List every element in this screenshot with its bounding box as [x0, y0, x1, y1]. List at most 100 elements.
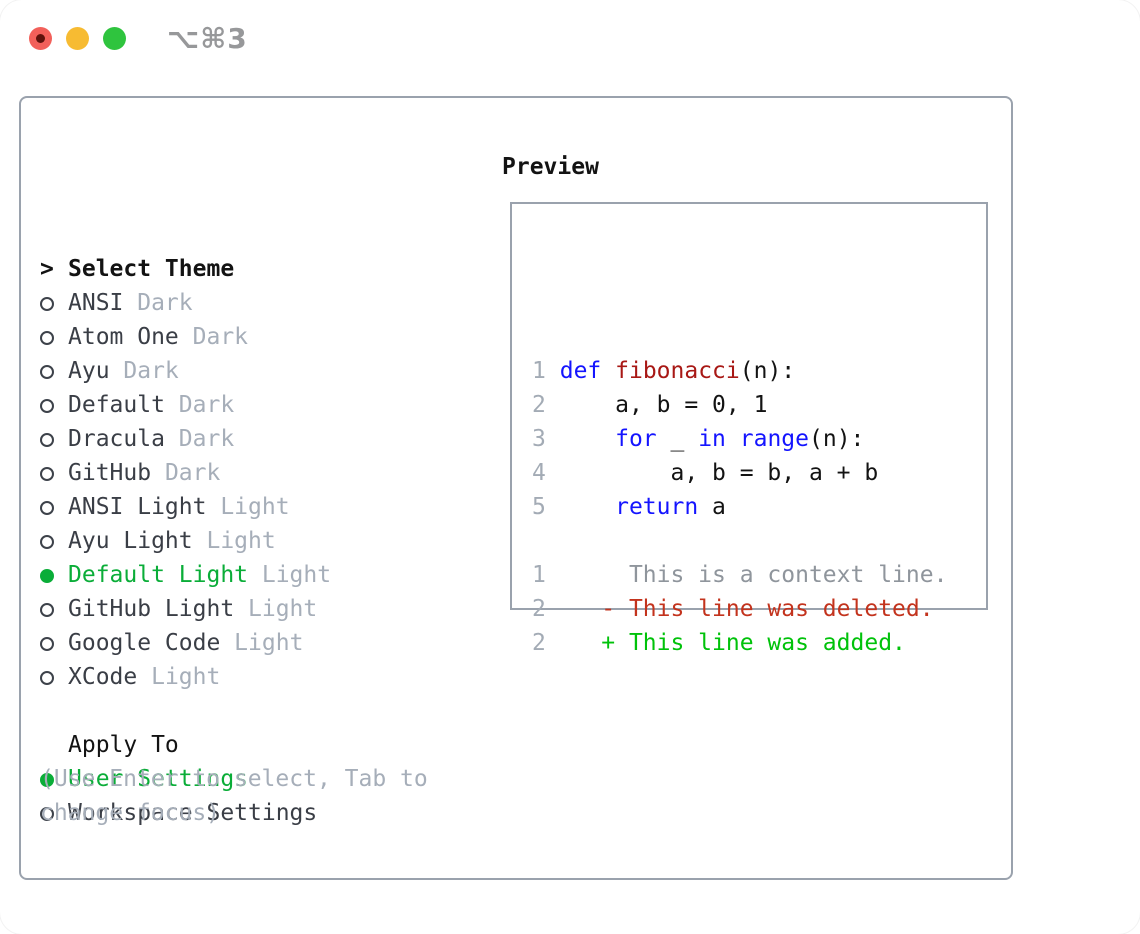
theme-variant: Dark [151, 460, 221, 486]
code-segment-keyword: def [559, 358, 602, 384]
theme-option-google-code[interactable]: Google Code Light [40, 626, 331, 660]
theme-variant: Dark [178, 324, 249, 350]
indent [40, 728, 68, 762]
theme-option-atom-one[interactable]: Atom One Dark [40, 320, 331, 354]
theme-option-dracula[interactable]: Dracula Dark [40, 422, 331, 456]
code-segment-plain: a [698, 494, 726, 520]
theme-option-default[interactable]: Default Dark [40, 388, 331, 422]
keyboard-hint: (Use Enter to select, Tab to change focu… [40, 766, 428, 826]
code-segment-plain: (n): [739, 358, 796, 384]
theme-list-header: > Select Theme [40, 252, 331, 286]
titlebar: ⌥⌘3 [0, 0, 1140, 78]
theme-option-ayu-light[interactable]: Ayu Light Light [40, 524, 331, 558]
code-segment-keyword: for [615, 426, 657, 452]
preview-title: Preview [502, 154, 599, 180]
code-segment-plain: _ [656, 426, 699, 452]
theme-variant: Light [192, 528, 276, 554]
code-segment-keyword: return [615, 494, 699, 520]
theme-name: ANSI [68, 290, 124, 316]
line-number: 4 [532, 460, 546, 486]
line-number: 1 [532, 562, 546, 588]
theme-option-default-light[interactable]: Default Light Light [40, 558, 331, 592]
theme-name: Google Code [68, 630, 221, 656]
radio-selected-icon [40, 773, 54, 787]
radio-cell [40, 762, 68, 796]
radio-unselected-icon [40, 331, 54, 345]
code-segment-plain: (n): [809, 426, 865, 452]
apply-to-header: Apply To [40, 728, 331, 762]
preview-line: 5 return a [532, 490, 947, 524]
theme-name: Ayu Light [68, 528, 193, 554]
theme-variant: Light [206, 494, 290, 520]
radio-unselected-icon [40, 297, 54, 311]
code-segment-plain: a, b = b, a + b [545, 460, 879, 486]
code-segment-keyword: range [739, 426, 810, 452]
radio-unselected-icon [40, 501, 54, 515]
code-segment-plain [546, 426, 615, 452]
radio-cell [40, 660, 68, 694]
preview-blank-line [532, 524, 947, 558]
radio-unselected-icon [40, 467, 54, 481]
line-number: 2 [532, 392, 546, 418]
theme-variant: Dark [109, 358, 179, 384]
code-segment-plain [726, 426, 740, 452]
theme-name: GitHub Light [68, 596, 235, 622]
code-segment-function: fibonacci [615, 358, 740, 384]
theme-variant: Light [220, 630, 304, 656]
radio-cell [40, 354, 68, 388]
radio-cell [40, 456, 68, 490]
theme-variant: Light [248, 562, 332, 588]
theme-variant: Light [234, 596, 318, 622]
preview-line: 3 for _ in range(n): [532, 422, 947, 456]
line-number: 5 [532, 494, 546, 520]
line-number: 3 [532, 426, 546, 452]
code-segment-plain [601, 358, 615, 384]
code-segment-added: + This line was added. [545, 630, 906, 656]
theme-option-xcode[interactable]: XCode Light [40, 660, 331, 694]
code-segment-keyword: in [698, 426, 726, 452]
radio-unselected-icon [40, 433, 54, 447]
preview-line: 1 This is a context line. [532, 558, 947, 592]
theme-option-ayu[interactable]: Ayu Dark [40, 354, 331, 388]
theme-name: GitHub [68, 460, 152, 486]
prompt-cursor-icon: > [40, 256, 68, 282]
theme-option-github[interactable]: GitHub Dark [40, 456, 331, 490]
theme-option-ansi-light[interactable]: ANSI Light Light [40, 490, 331, 524]
radio-cell [40, 286, 68, 320]
theme-variant: Dark [164, 426, 235, 452]
preview-line: 2 a, b = 0, 1 [532, 388, 947, 422]
theme-option-github-light[interactable]: GitHub Light Light [40, 592, 331, 626]
radio-unselected-icon [40, 365, 54, 379]
theme-name: Default [68, 392, 165, 418]
zoom-button-icon[interactable] [103, 27, 126, 50]
radio-cell [40, 592, 68, 626]
theme-option-ansi[interactable]: ANSI Dark [40, 286, 331, 320]
theme-list-title: Select Theme [68, 256, 235, 282]
theme-variant: Dark [164, 392, 235, 418]
apply-option-user-settings[interactable]: User Settings [40, 762, 331, 796]
radio-cell [40, 626, 68, 660]
theme-variant: Light [137, 664, 221, 690]
radio-unselected-icon [40, 603, 54, 617]
radio-unselected-icon [40, 399, 54, 413]
radio-selected-icon [40, 569, 54, 583]
radio-unselected-icon [40, 807, 54, 821]
code-segment-deleted: - This line was deleted. [545, 596, 934, 622]
theme-name: XCode [68, 664, 138, 690]
preview-line: 2 + This line was added. [532, 626, 947, 660]
minimize-button-icon[interactable] [66, 27, 89, 50]
preview-line: 2 - This line was deleted. [532, 592, 947, 626]
close-button-icon[interactable] [29, 27, 52, 50]
radio-cell [40, 490, 68, 524]
code-segment-plain [546, 494, 615, 520]
radio-cell [40, 422, 68, 456]
apply-option-workspace-settings[interactable]: Workspace Settings [40, 796, 331, 830]
radio-unselected-icon [40, 671, 54, 685]
code-segment-plain [546, 358, 560, 384]
window-shortcut-label: ⌥⌘3 [167, 22, 248, 55]
line-number: 2 [532, 630, 546, 656]
radio-unselected-icon [40, 637, 54, 651]
